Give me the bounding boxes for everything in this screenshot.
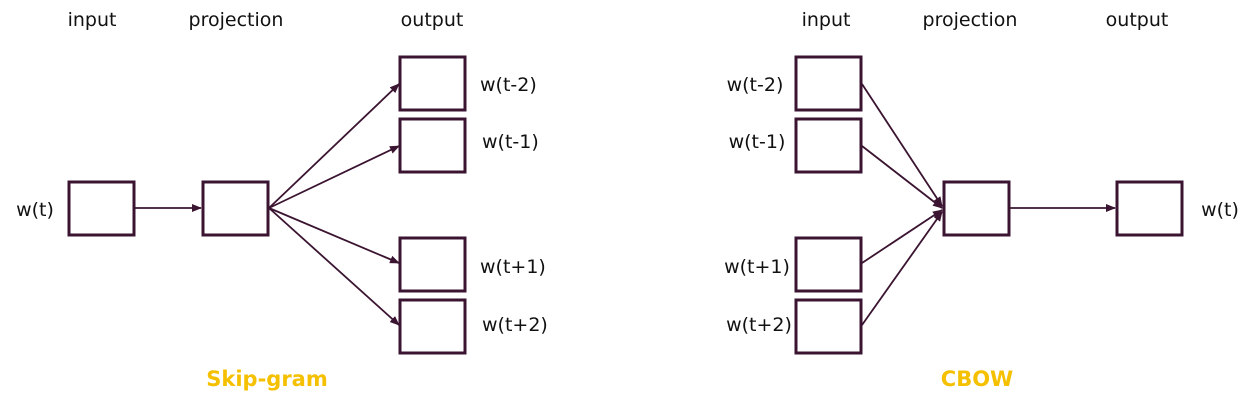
skipgram-output-node-2 bbox=[398, 117, 467, 174]
cbow-header-output: output bbox=[1106, 9, 1169, 31]
cbow-caption: CBOW bbox=[941, 367, 1013, 391]
skipgram-header-output: output bbox=[401, 9, 464, 31]
cbow-header-projection: projection bbox=[923, 9, 1018, 31]
cbow-edge-from-input-2 bbox=[861, 145, 943, 209]
skipgram-output-node-1 bbox=[398, 55, 467, 112]
cbow-input-node-4 bbox=[794, 298, 863, 355]
cbow-input-label-3: w(t+1) bbox=[724, 256, 790, 278]
skipgram-projection-node bbox=[201, 180, 270, 237]
skipgram-input-node bbox=[67, 180, 136, 237]
skipgram-edge-to-output-2 bbox=[268, 145, 400, 209]
skipgram-output-label-1: w(t-2) bbox=[480, 74, 537, 96]
cbow-input-node-3 bbox=[794, 236, 863, 293]
skipgram-caption: Skip-gram bbox=[206, 367, 327, 391]
cbow-output-label: w(t) bbox=[1201, 199, 1239, 221]
cbow-diagram: input projection output w(t-2) w(t-1) w(… bbox=[724, 9, 1239, 391]
skipgram-output-node-4 bbox=[398, 298, 467, 355]
cbow-edge-from-input-1 bbox=[861, 83, 943, 207]
skipgram-edge-to-output-4 bbox=[268, 207, 400, 326]
skipgram-header-input: input bbox=[68, 9, 117, 31]
cbow-input-label-2: w(t-1) bbox=[729, 131, 786, 153]
skipgram-diagram: input projection output w(t) w(t-2) w(t-… bbox=[16, 9, 548, 391]
cbow-input-label-1: w(t-2) bbox=[727, 74, 784, 96]
cbow-edge-from-input-3 bbox=[861, 209, 943, 264]
skipgram-output-label-4: w(t+2) bbox=[482, 314, 548, 336]
cbow-input-label-4: w(t+2) bbox=[726, 314, 792, 336]
skipgram-edge-to-output-3 bbox=[268, 207, 400, 264]
skipgram-input-label: w(t) bbox=[16, 199, 54, 221]
cbow-header-input: input bbox=[802, 9, 851, 31]
skipgram-edge-to-output-1 bbox=[268, 83, 400, 209]
cbow-output-node bbox=[1115, 180, 1184, 237]
skipgram-output-label-2: w(t-1) bbox=[482, 131, 539, 153]
cbow-input-node-1 bbox=[794, 55, 863, 112]
skipgram-header-projection: projection bbox=[189, 9, 284, 31]
cbow-input-node-2 bbox=[794, 117, 863, 174]
skipgram-output-label-3: w(t+1) bbox=[480, 256, 546, 278]
cbow-projection-node bbox=[942, 180, 1011, 237]
skipgram-output-node-3 bbox=[398, 236, 467, 293]
cbow-edge-from-input-4 bbox=[861, 211, 943, 326]
